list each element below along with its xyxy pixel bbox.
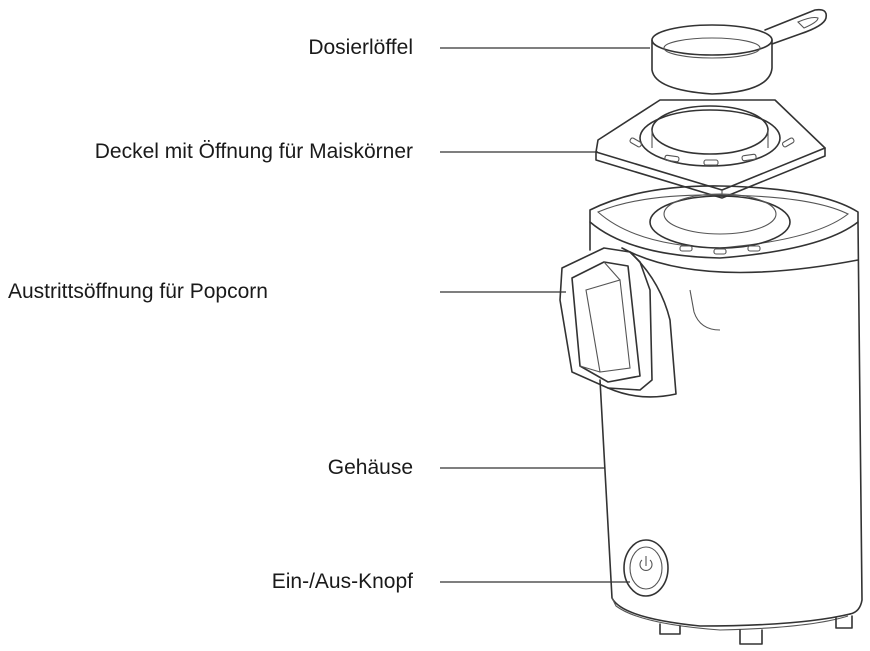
measuring-spoon-part	[652, 10, 826, 94]
popcorn-outlet-part	[560, 248, 676, 397]
label-popcorn-outlet: Austrittsöffnung für Popcorn	[8, 280, 268, 304]
leader-lines	[440, 48, 650, 582]
label-measuring-spoon: Dosierlöffel	[308, 36, 413, 60]
label-lid: Deckel mit Öffnung für Maiskörner	[95, 140, 413, 164]
power-button-part	[624, 540, 668, 596]
label-housing: Gehäuse	[328, 456, 413, 480]
label-power-button: Ein-/Aus-Knopf	[272, 570, 413, 594]
lid-part	[596, 100, 825, 198]
